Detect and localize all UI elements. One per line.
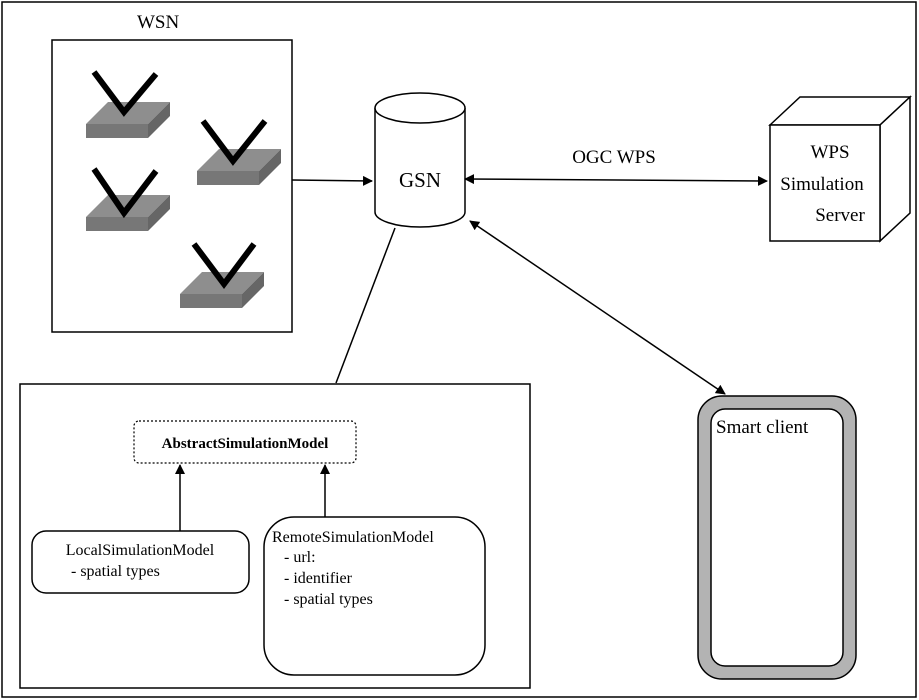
wps-server: WPS Simulation Server [768,95,912,243]
local-model-box [31,530,250,594]
local-model-attr-1: - spatial types [71,563,160,580]
abstract-model-box [133,420,357,464]
sensor-node-3 [86,167,170,231]
remote-model-attr-2: - identifier [284,570,353,587]
server-label-line-1: WPS [810,142,849,163]
remote-model-title: RemoteSimulationModel [272,529,434,546]
sensor-node-4 [180,242,264,308]
wsn-to-gsn-arrow [291,175,373,186]
server-label-line-2: Simulation [780,174,864,195]
gsn-database: GSN [374,92,466,228]
sensor-node-1 [86,70,170,138]
remote-model-attr-1: - url: [284,549,316,566]
remote-model-attr-3: - spatial types [284,591,373,608]
remote-model-box [263,516,486,676]
wsn-box [51,39,293,333]
model-package-box [19,383,531,689]
smart-client-label: Smart client [716,417,809,438]
abstract-model-label: AbstractSimulationModel [162,436,329,452]
local-model-title: LocalSimulationModel [66,542,215,559]
gsn-client-link [469,220,726,395]
gsn-label: GSN [399,168,441,192]
gsn-model-connector [335,227,396,384]
sensor-node-2 [197,119,281,185]
gsn-server-link [464,174,768,186]
smart-client: Smart client [697,395,857,680]
server-label-line-3: Server [815,205,865,226]
ogc-wps-label: OGC WPS [572,147,656,168]
wsn-label: WSN [137,12,180,33]
